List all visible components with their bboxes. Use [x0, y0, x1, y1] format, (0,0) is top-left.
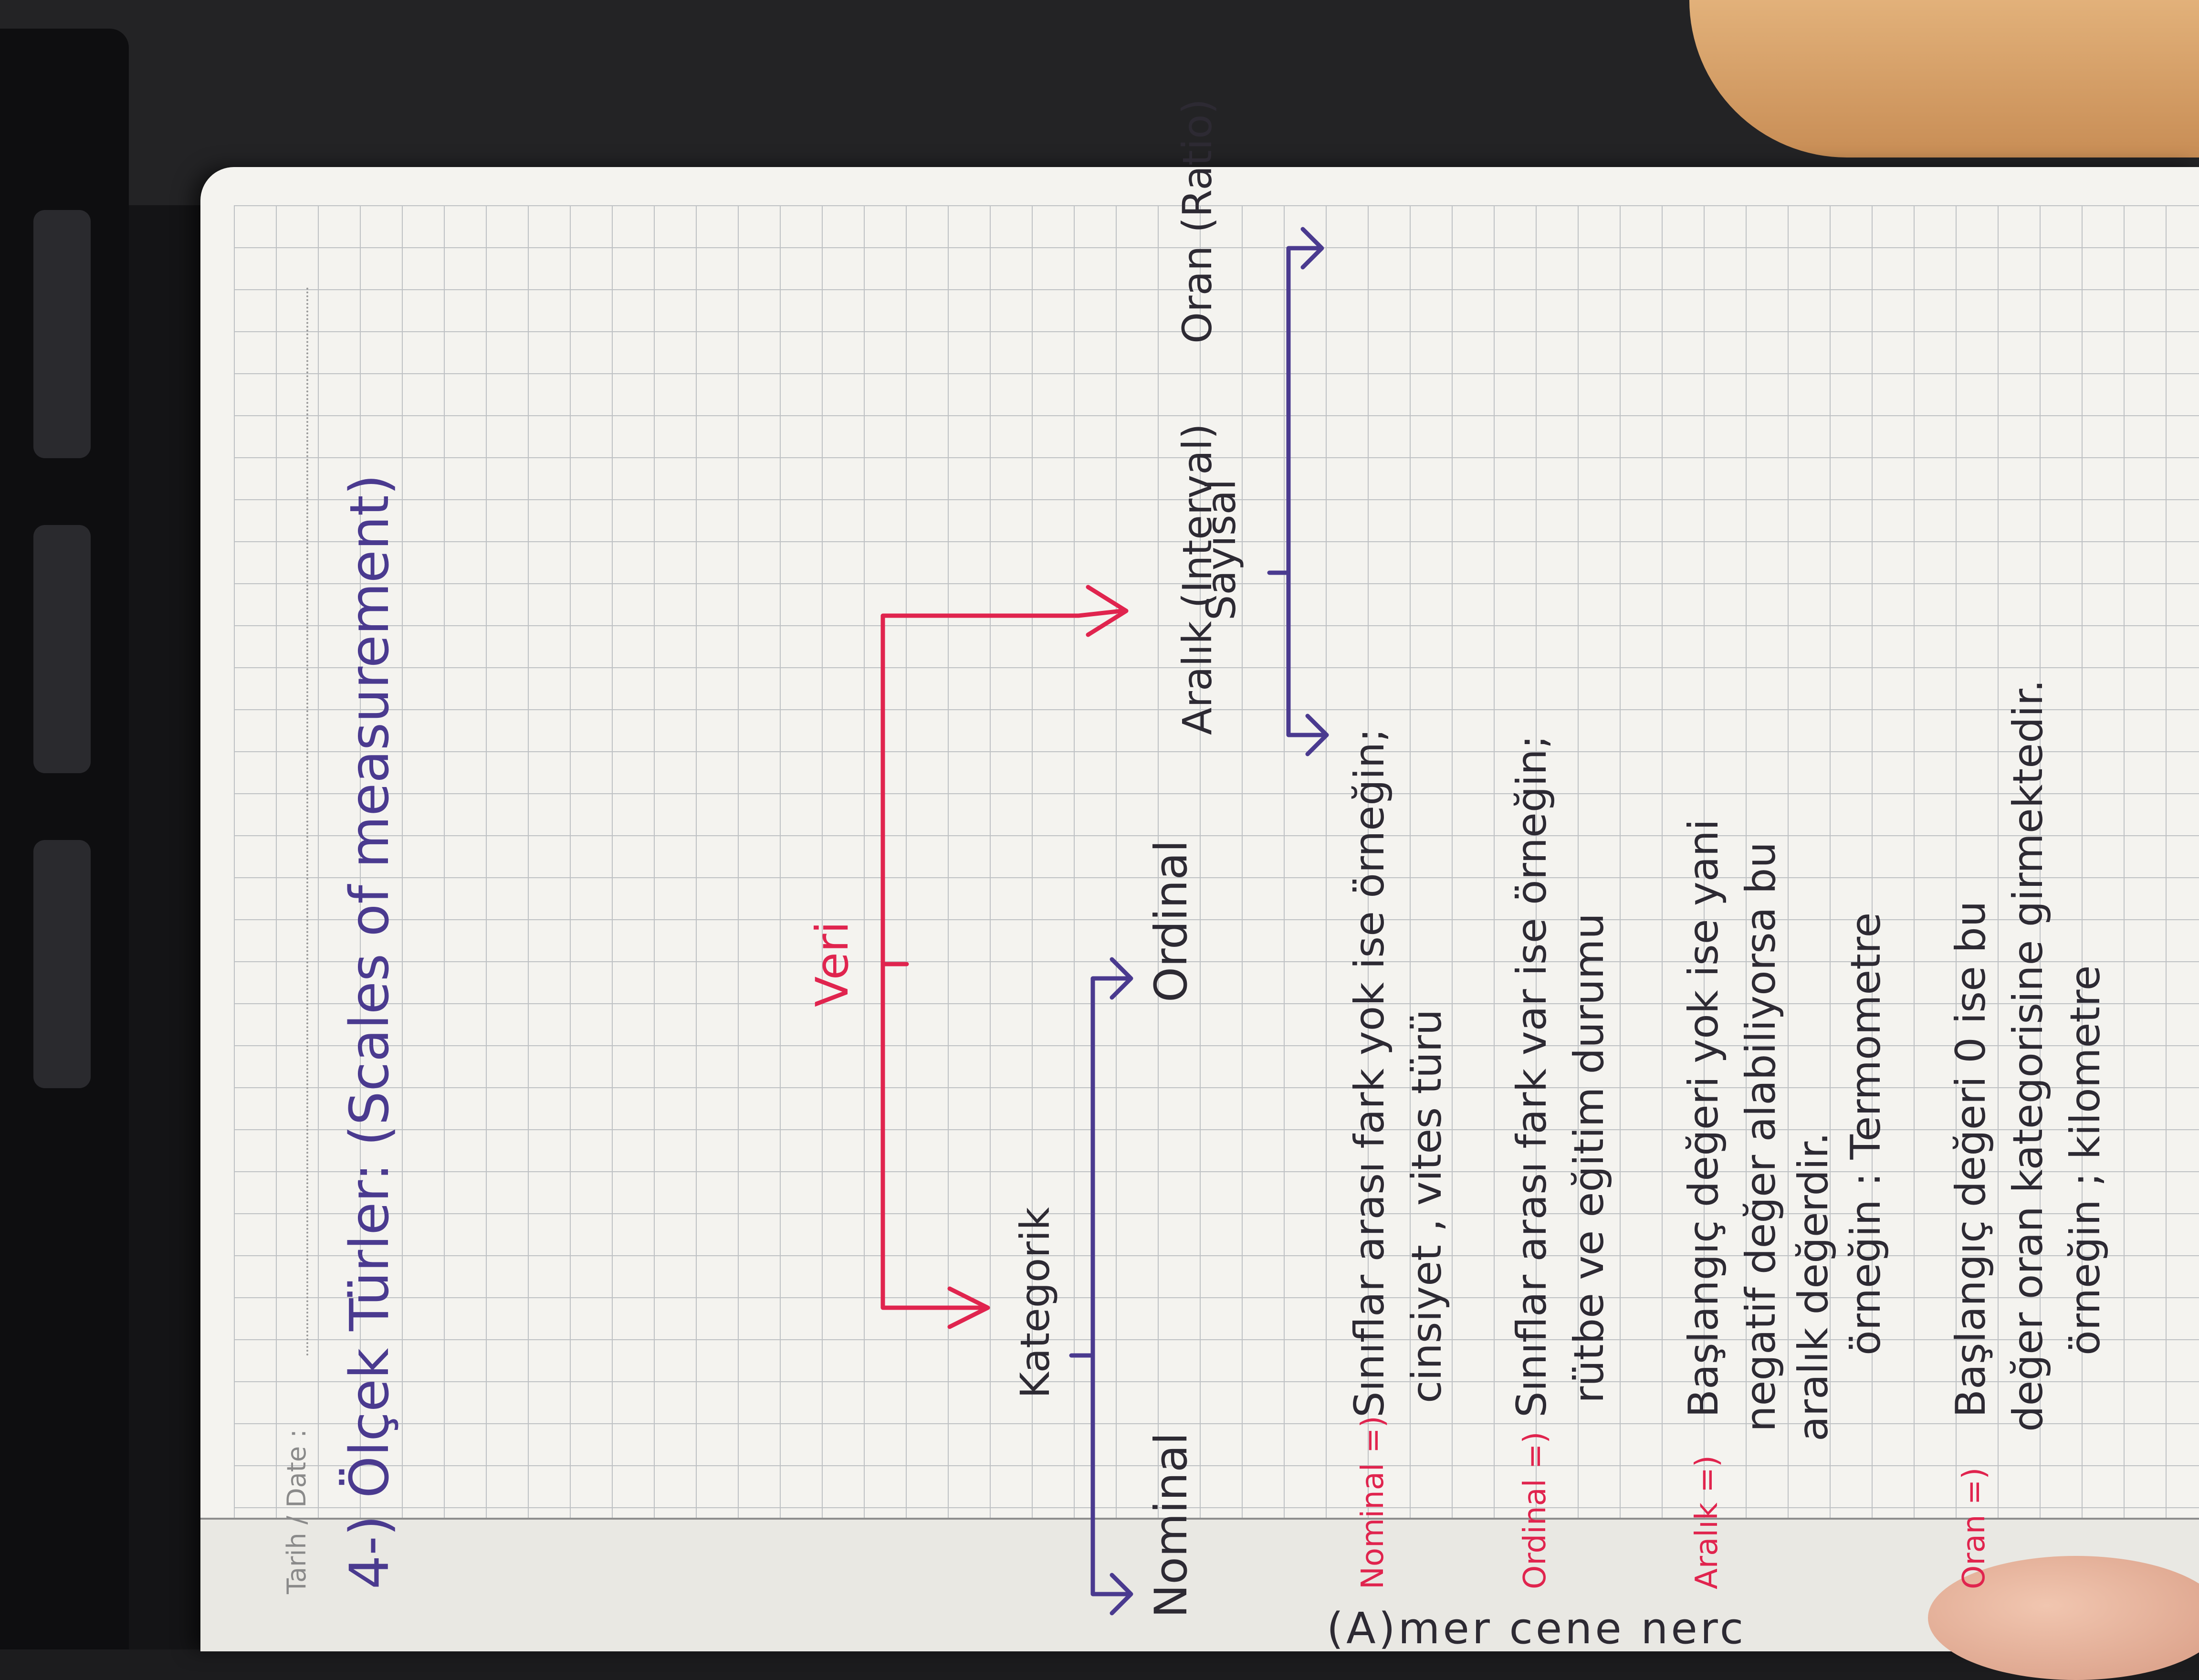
note-label-interval: Aralık =) — [1689, 1455, 1725, 1589]
handwritten-notes: Tarih / Date : 4-) Ölçek Türler: (Scales… — [267, 99, 2199, 1623]
tree-ratio: Oran (Ratio) — [1174, 98, 1221, 344]
tree-root: Veri — [806, 921, 859, 1007]
note-interval-line-1: Başlangıç değeri yok ise yani — [1680, 819, 1728, 1418]
note-interval-line-3: aralık değerdir. — [1790, 1132, 1837, 1441]
note-label-ordinal: Ordinal =) — [1518, 1431, 1553, 1589]
orange-object — [1689, 0, 2199, 158]
note-ordinal-line-1: Sınıflar arası fark var ise örneğin; — [1508, 735, 1556, 1418]
note-ordinal-line-2: rütbe ve eğitim durumu — [1565, 913, 1613, 1403]
grid-pattern — [234, 205, 2199, 1651]
phone-edge — [0, 29, 129, 1649]
note-nominal-line-2: cinsiyet , vites türü — [1403, 1009, 1451, 1403]
note-nominal-line-1: Sınıflar arası fark yok ise örneğin; — [1346, 728, 1393, 1418]
veri-branch-lines — [880, 585, 1129, 1329]
tree-categorical: Kategorik — [1012, 1207, 1058, 1398]
note-ratio-line-1: Başlangıç değeri 0 ise bu — [1947, 901, 1995, 1418]
tree-interval: Aralık (Interval) — [1174, 423, 1221, 735]
tree-connectors — [880, 227, 1329, 1616]
notebook-binding — [200, 1518, 2199, 1651]
note-interval-line-2: negatif değer alabiliyorsa bu — [1737, 842, 1785, 1432]
phone-button — [33, 840, 91, 1088]
note-ratio-line-2: değer oran kategorisine girmektedir. — [2004, 679, 2052, 1432]
phone-button — [33, 210, 91, 458]
notebook-page — [200, 167, 2199, 1651]
note-label-ratio: Oran =) — [1957, 1467, 1992, 1589]
sayisal-branch-lines — [1267, 227, 1329, 756]
phone-button — [33, 525, 91, 773]
tree-ordinal: Ordinal — [1145, 840, 1197, 1002]
kategorik-branch-lines — [1069, 957, 1133, 1616]
note-ratio-line-3: örneğin ; kilometre — [2062, 965, 2109, 1355]
note-interval-line-4: örneğin : Termometre — [1842, 912, 1890, 1355]
tree-nominal: Nominal — [1145, 1432, 1197, 1618]
facing-page-text: (A)mer cene nerc — [1327, 1604, 1747, 1654]
note-label-nominal: Nominal =) — [1355, 1416, 1391, 1589]
